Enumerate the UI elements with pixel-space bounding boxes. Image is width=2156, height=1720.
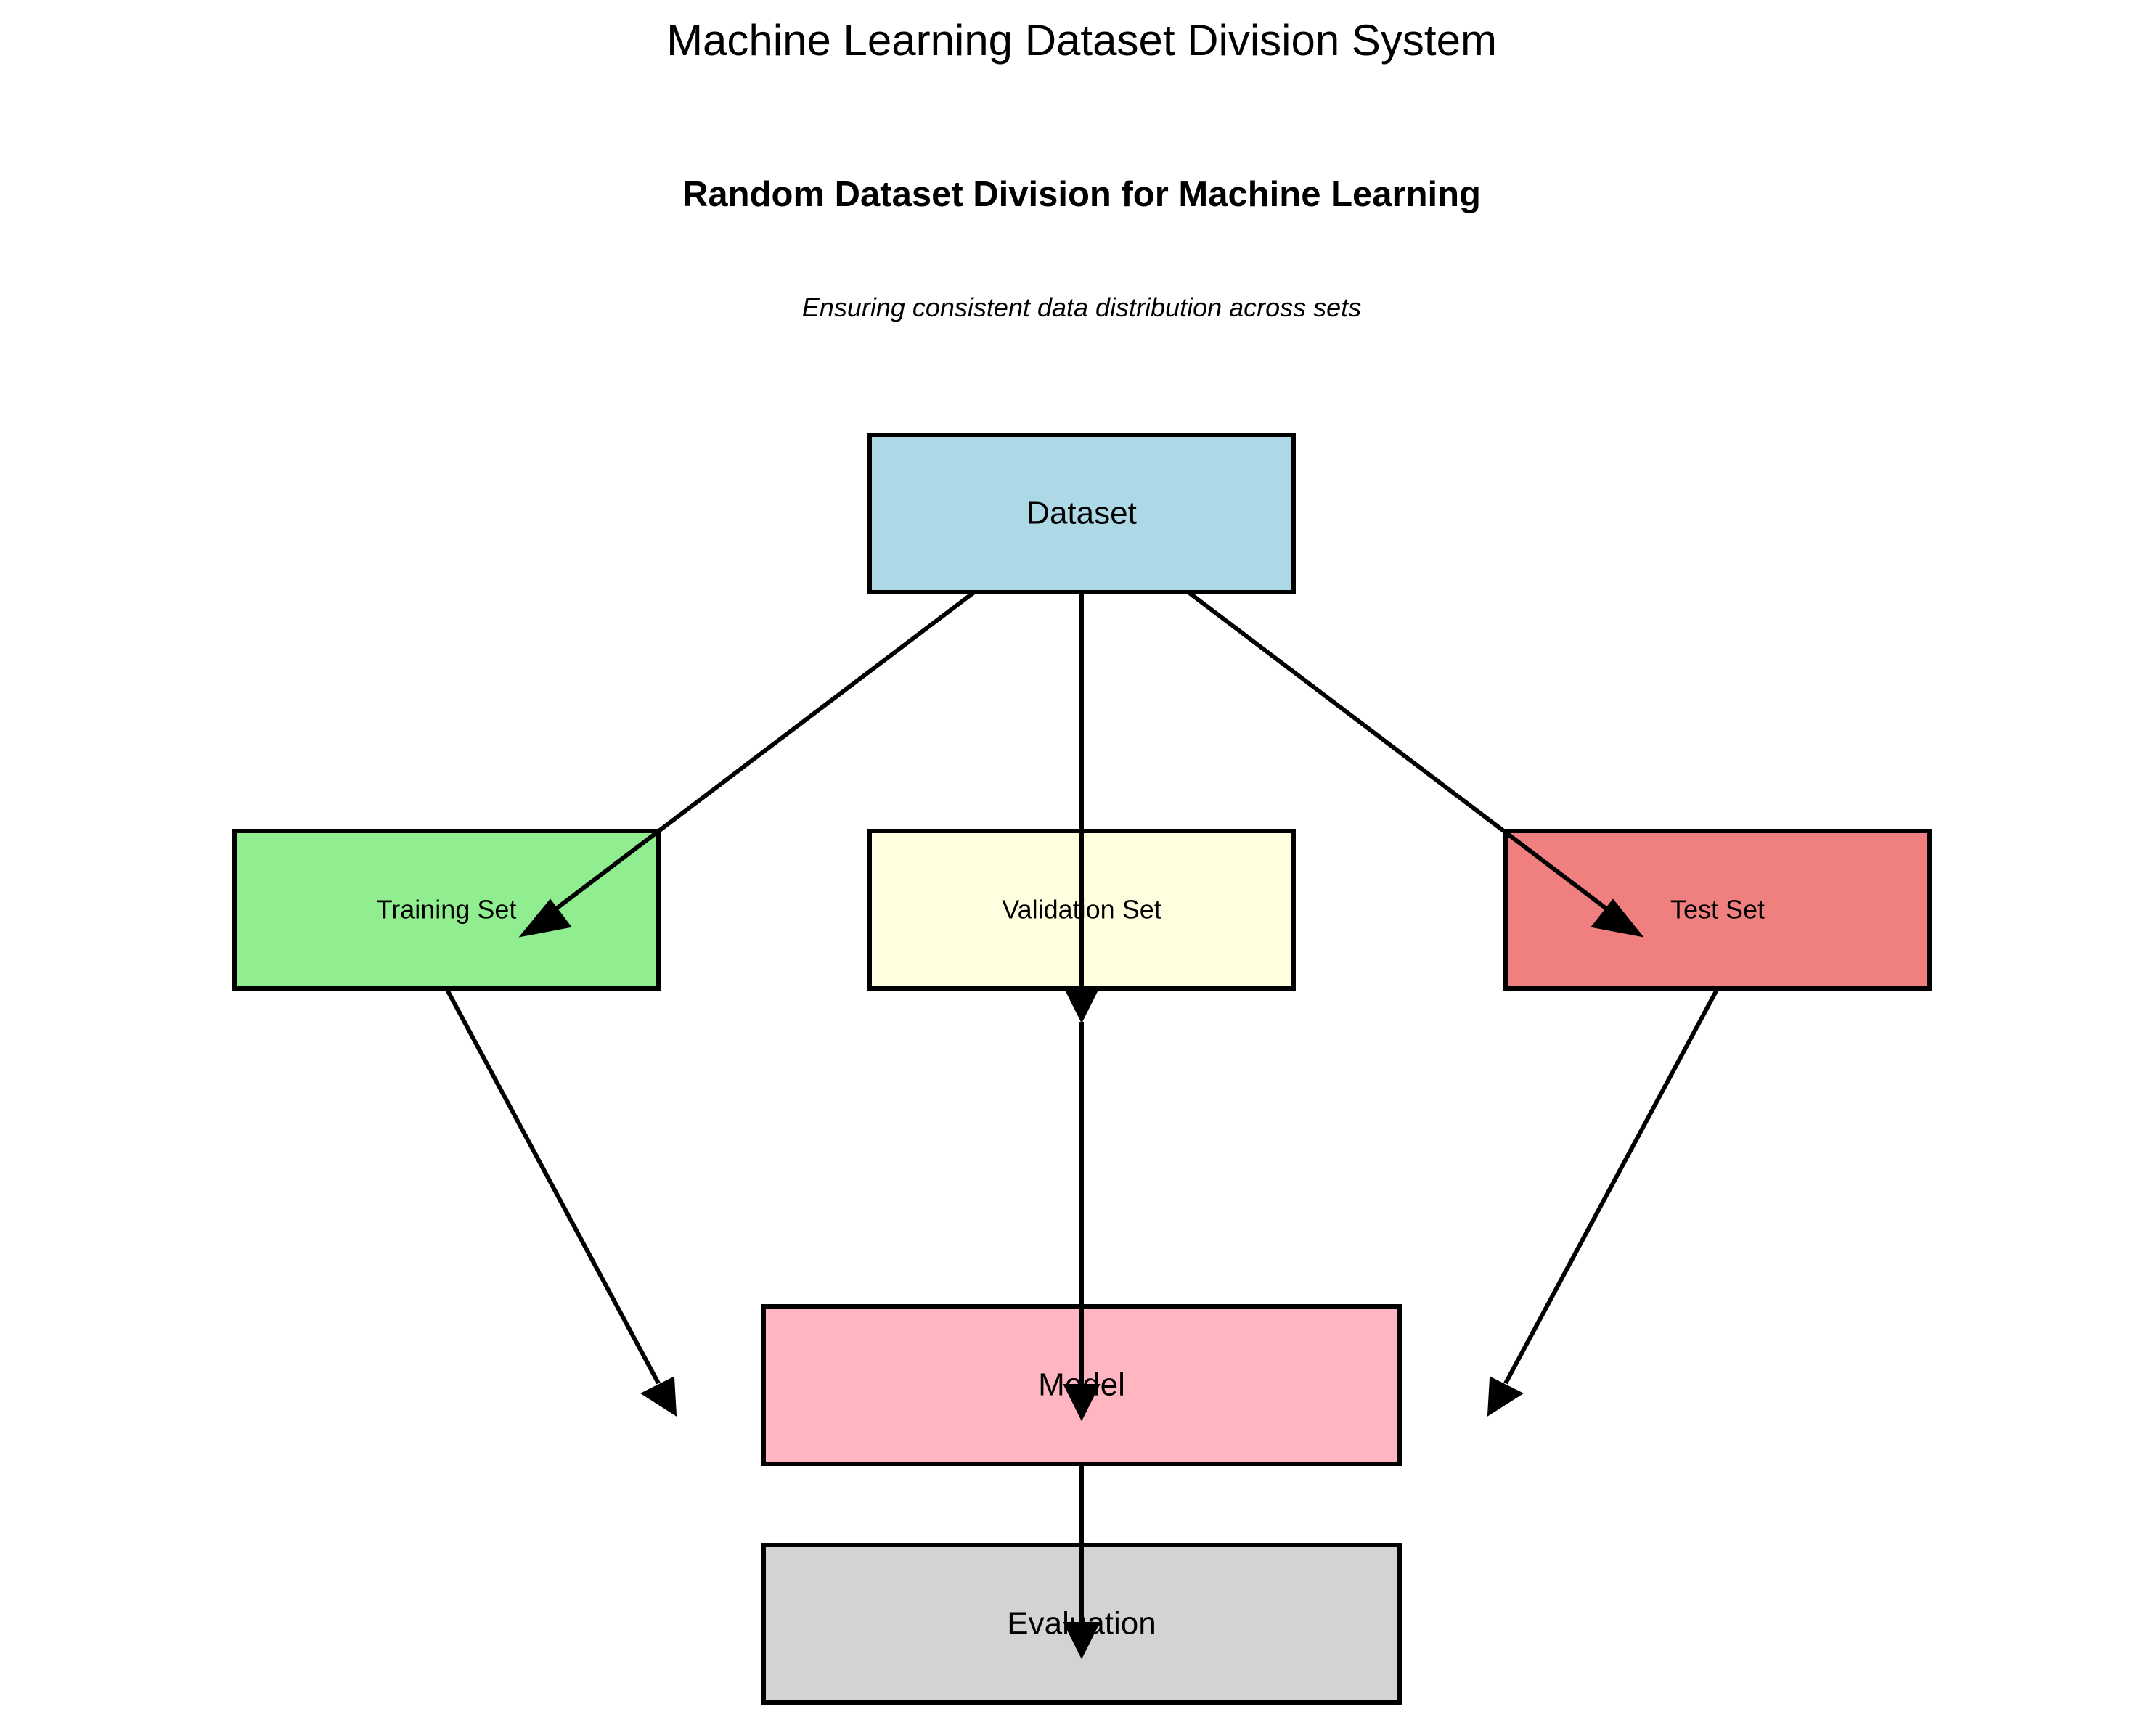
edge-training-model [444, 987, 677, 1417]
edge-dataset-training-line [545, 590, 976, 918]
edge-dataset-test-arrowhead [1591, 898, 1644, 938]
edge-test-model-line [1503, 987, 1720, 1385]
edge-validation-model [1063, 1022, 1101, 1422]
edge-validation-model-arrowhead [1063, 1384, 1101, 1422]
edge-dataset-test-line [1187, 590, 1617, 918]
node-dataset-label: Dataset [1026, 496, 1137, 531]
edge-dataset-training-arrowhead [518, 898, 572, 938]
edge-training-model-arrowhead [640, 1376, 677, 1417]
edge-model-evaluation [1063, 1464, 1101, 1660]
node-test-set: Test Set [1503, 829, 1932, 991]
node-dataset-box [867, 433, 1296, 594]
diagram-subtitle: Random Dataset Division for Machine Lear… [682, 175, 1481, 214]
diagram-tagline: Ensuring consistent data distribution ac… [802, 292, 1361, 322]
node-test-set-label: Test Set [1670, 895, 1765, 925]
edge-dataset-training [518, 590, 976, 938]
edge-test-model-arrowhead [1487, 1376, 1524, 1417]
edge-dataset-validation [1063, 592, 1101, 1024]
node-training-set-box [232, 829, 661, 991]
node-training-set: Training Set [232, 829, 661, 991]
edge-dataset-test [1187, 590, 1644, 938]
edge-test-model [1487, 987, 1720, 1417]
edge-training-model-line [444, 987, 661, 1385]
edge-dataset-validation-arrowhead [1063, 986, 1101, 1024]
edge-model-evaluation-arrowhead [1063, 1622, 1101, 1660]
node-training-set-label: Training Set [377, 895, 517, 925]
node-dataset: Dataset [867, 433, 1296, 594]
diagram-title: Machine Learning Dataset Division System [666, 16, 1497, 65]
